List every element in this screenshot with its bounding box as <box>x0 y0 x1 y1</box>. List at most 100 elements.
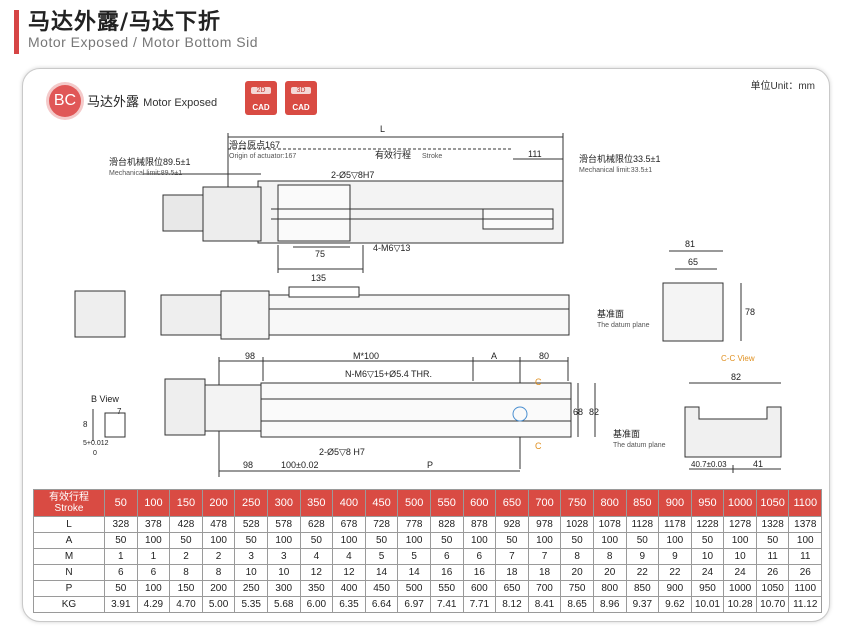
table-cell: 9 <box>625 548 660 565</box>
stroke-column-header: 1100 <box>788 489 823 517</box>
stroke-column-header: 200 <box>201 489 236 517</box>
mode-title-cn: 马达外露 <box>87 95 140 110</box>
table-cell: 10.70 <box>755 596 790 613</box>
table-cell: 9 <box>658 548 692 565</box>
table-cell: 9.37 <box>625 596 660 613</box>
table-cell: 1 <box>136 548 171 565</box>
pin-holes-label: 2-Ø5▽8H7 <box>331 170 374 180</box>
cad-3d-bottom: CAD <box>292 103 310 112</box>
table-cell: 100 <box>332 532 366 549</box>
section-dim-41: 41 <box>753 459 763 469</box>
table-cell: 26 <box>755 564 790 581</box>
mode-title: 马达外露 Motor Exposed <box>87 91 217 110</box>
mode-title-en: Motor Exposed <box>143 97 218 109</box>
section-c-top: C <box>535 377 542 387</box>
table-cell: 16 <box>462 564 497 581</box>
table-cell: 1178 <box>658 516 692 533</box>
table-cell: 928 <box>495 516 529 533</box>
table-cell: 300 <box>266 580 301 597</box>
table-cell: 50 <box>429 532 464 549</box>
table-cell: 1378 <box>788 516 823 533</box>
dim-75: 75 <box>315 249 325 259</box>
table-cell: 4 <box>332 548 366 565</box>
stroke-column-header: 750 <box>560 489 594 517</box>
table-cell: 9.62 <box>658 596 692 613</box>
table-cell: 100 <box>136 580 171 597</box>
table-cell: 250 <box>234 580 268 597</box>
b-view-title: B View <box>91 394 119 404</box>
cad-3d-download-button[interactable]: 3D CAD <box>285 81 317 115</box>
dim-98-top: 98 <box>245 351 255 361</box>
dim-82-vertical: 82 <box>589 407 599 417</box>
table-cell: 450 <box>364 580 399 597</box>
table-cell: 1128 <box>625 516 660 533</box>
table-cell: 578 <box>266 516 301 533</box>
dim-80: 80 <box>539 351 549 361</box>
stroke-column-header: 150 <box>169 489 203 517</box>
table-cell: 350 <box>299 580 334 597</box>
table-cell: 1000 <box>723 580 757 597</box>
origin-label-en: Origin of actuator:167 <box>229 153 296 160</box>
table-cell: 6.64 <box>364 596 399 613</box>
table-cell: 428 <box>169 516 203 533</box>
section-c-bottom: C <box>535 441 542 451</box>
table-cell: 950 <box>690 580 725 597</box>
title-accent-bar <box>14 10 19 54</box>
table-cell: 18 <box>527 564 562 581</box>
table-cell: 22 <box>658 564 692 581</box>
table-cell: 1100 <box>788 580 823 597</box>
end-view <box>662 250 742 342</box>
table-cell: 50 <box>755 532 790 549</box>
stroke-column-header: 300 <box>266 489 301 517</box>
table-cell: 800 <box>592 580 627 597</box>
table-cell: 878 <box>462 516 497 533</box>
stroke-column-header: 100 <box>136 489 171 517</box>
stroke-column-header: 700 <box>527 489 562 517</box>
stroke-column-header: 400 <box>332 489 366 517</box>
table-cell: 2 <box>169 548 203 565</box>
bottom-view <box>164 357 596 477</box>
table-cell: 378 <box>136 516 171 533</box>
end-datum-en: The datum plane <box>597 322 650 329</box>
table-cell: 100 <box>527 532 562 549</box>
table-cell: 628 <box>299 516 334 533</box>
table-cell: 100 <box>723 532 757 549</box>
table-cell: 850 <box>625 580 660 597</box>
b-view <box>92 409 126 441</box>
cad-2d-bottom: CAD <box>252 103 270 112</box>
table-cell: 10 <box>234 564 268 581</box>
table-cell: 978 <box>527 516 562 533</box>
table-cell: 20 <box>560 564 594 581</box>
table-cell: 678 <box>332 516 366 533</box>
table-cell: 5.00 <box>201 596 236 613</box>
dim-135: 135 <box>311 273 326 283</box>
table-cell: 100 <box>788 532 823 549</box>
top-view <box>143 133 564 273</box>
table-cell: 6 <box>462 548 497 565</box>
cad-2d-download-button[interactable]: 2D CAD <box>245 81 277 115</box>
table-cell: 3 <box>266 548 301 565</box>
section-dim-82: 82 <box>731 372 741 382</box>
stroke-column-header: 250 <box>234 489 268 517</box>
table-cell: 650 <box>495 580 529 597</box>
row-label: A <box>33 532 105 549</box>
table-cell: 550 <box>429 580 464 597</box>
limit-left-cn: 滑台机械限位89.5±1 <box>109 156 190 167</box>
dim-111: 111 <box>528 149 542 159</box>
table-cell: 5 <box>364 548 399 565</box>
table-cell: 10 <box>723 548 757 565</box>
unit-label: 单位Unit：mm <box>750 81 815 92</box>
table-cell: 478 <box>201 516 236 533</box>
table-cell: 50 <box>234 532 268 549</box>
table-cell: 100 <box>592 532 627 549</box>
table-cell: 10.01 <box>690 596 725 613</box>
table-cell: 750 <box>560 580 594 597</box>
table-cell: 26 <box>788 564 823 581</box>
holes-label: N-M6▽15+Ø5.4 THR. <box>345 369 432 379</box>
row-label: L <box>33 516 105 533</box>
section-datum-cn: 基准面 <box>613 428 640 439</box>
table-cell: 4.29 <box>136 596 171 613</box>
table-cell: 600 <box>462 580 497 597</box>
